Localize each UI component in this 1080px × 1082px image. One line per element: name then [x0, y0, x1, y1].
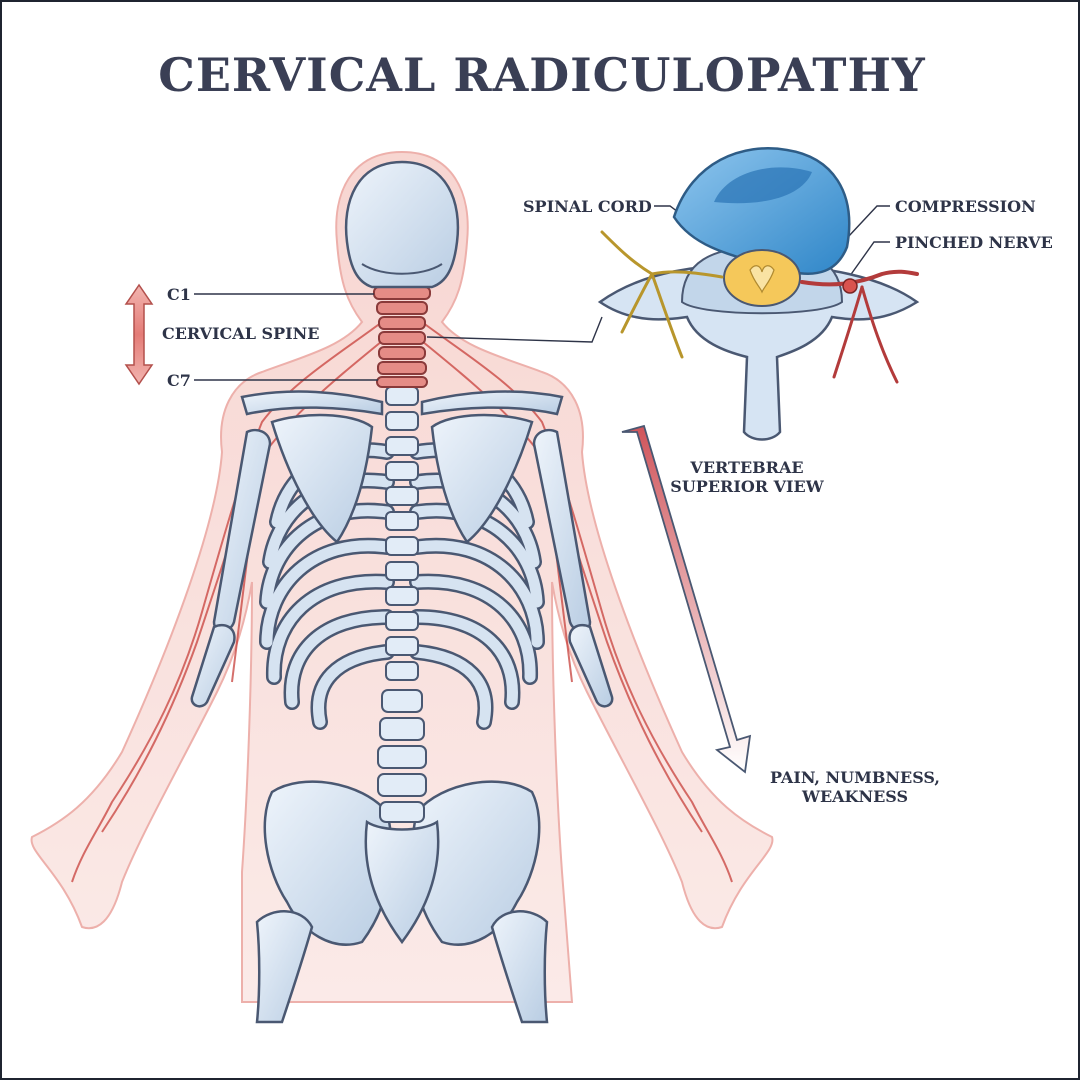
cervical-vertebrae: [373, 286, 431, 388]
page-title: CERVICAL RADICULOPATHY: [158, 48, 926, 102]
cervical-range-arrow: [124, 283, 154, 386]
spine-vertebrae: [377, 386, 427, 823]
label-compression: COMPRESSION: [895, 197, 1036, 216]
superior-view-nerves: [600, 230, 919, 384]
label-c7: C7: [167, 371, 191, 390]
symptom-arrow: [621, 424, 752, 774]
label-vertebrae-line2: SUPERIOR VIEW: [670, 477, 824, 496]
pelvis: [255, 780, 549, 1024]
shoulder-girdle: [240, 390, 564, 544]
label-symptoms-line1: PAIN, NUMBNESS,: [770, 768, 940, 787]
skull: [344, 160, 460, 289]
label-pinched-nerve: PINCHED NERVE: [895, 233, 1053, 252]
label-symptoms: PAIN, NUMBNESS, WEAKNESS: [760, 768, 950, 806]
leader-lines: [194, 205, 890, 381]
vertebra-superior-view: [597, 147, 920, 441]
label-c1: C1: [167, 285, 191, 304]
label-vertebrae-view: VERTEBRAE SUPERIOR VIEW: [662, 458, 832, 496]
label-spinal-cord: SPINAL CORD: [523, 197, 652, 216]
label-vertebrae-line1: VERTEBRAE: [690, 458, 804, 477]
rib-cage: [259, 442, 545, 730]
arm-bones: [190, 428, 614, 708]
label-cervical-spine: CERVICAL SPINE: [162, 324, 320, 343]
label-symptoms-line2: WEAKNESS: [801, 787, 909, 806]
